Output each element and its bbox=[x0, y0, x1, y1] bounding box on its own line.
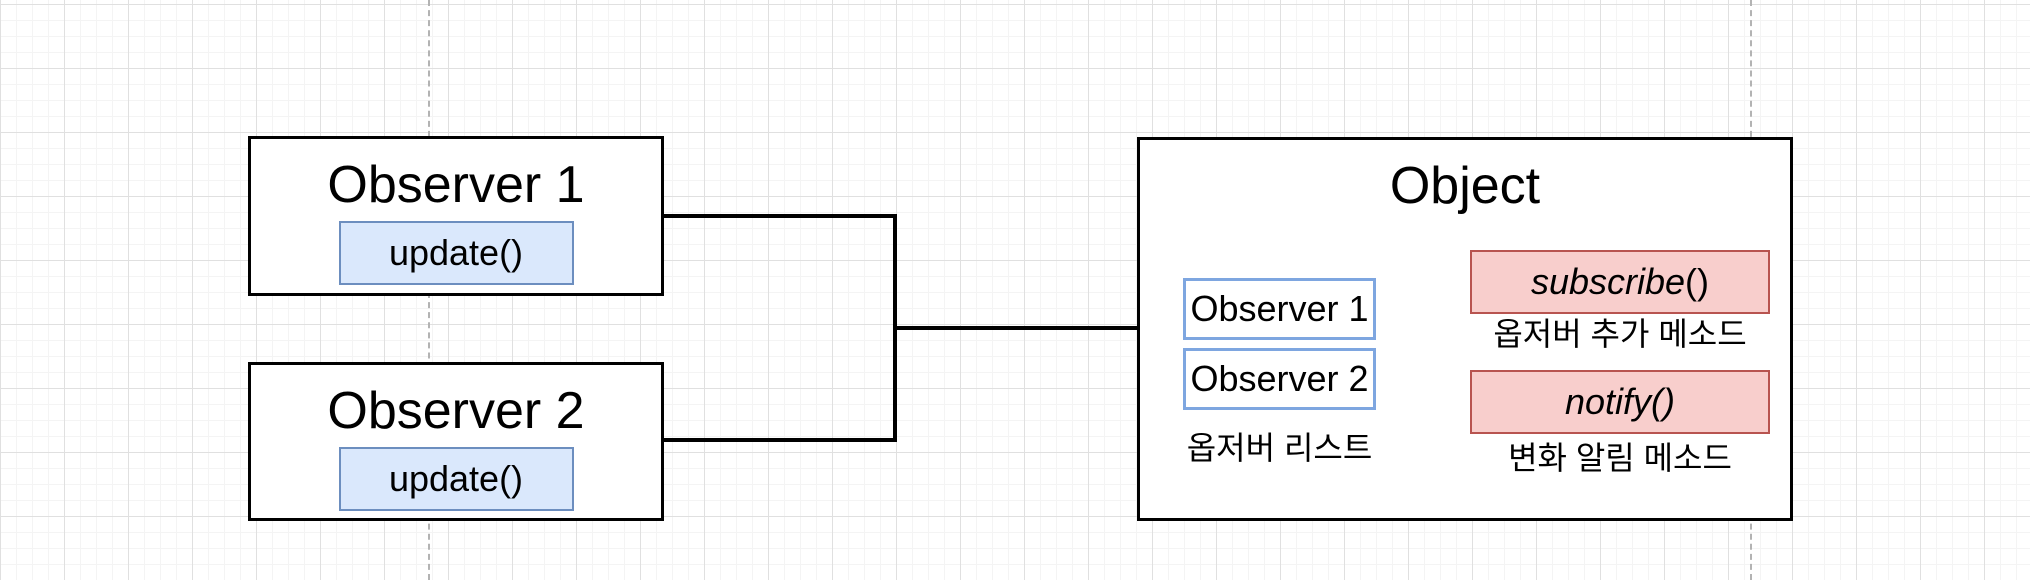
connector-junction-to-object[interactable] bbox=[895, 326, 1137, 330]
subscribe-method-description: 옵저버 추가 메소드 bbox=[1493, 316, 1747, 352]
observer2-update-method-label: update() bbox=[388, 458, 524, 499]
observer1-box[interactable]: Observer 1 update() bbox=[248, 136, 664, 296]
observer1-title: Observer 1 bbox=[327, 156, 585, 214]
notify-method-description: 변화 알림 메소드 bbox=[1508, 440, 1732, 476]
observer-list-item-1[interactable]: Observer 1 bbox=[1183, 278, 1376, 340]
connector-observer1-to-junction[interactable] bbox=[664, 214, 897, 218]
subscribe-method-parens: () bbox=[1685, 261, 1710, 302]
object-box[interactable]: Object Observer 1 Observer 2 옵저버 리스트 sub… bbox=[1137, 137, 1793, 521]
observer1-update-method-box[interactable]: update() bbox=[338, 221, 574, 285]
observer-list-label: 옵저버 리스트 bbox=[1186, 430, 1373, 466]
notify-method-name: notify() bbox=[1564, 381, 1676, 422]
subscribe-method-name: subscribe bbox=[1530, 261, 1686, 302]
observer2-box[interactable]: Observer 2 update() bbox=[248, 362, 664, 521]
object-title: Object bbox=[1389, 157, 1541, 215]
observer2-title: Observer 2 bbox=[327, 382, 585, 440]
observer-list-item-2[interactable]: Observer 2 bbox=[1183, 348, 1376, 410]
notify-method-box[interactable]: notify() bbox=[1470, 370, 1770, 434]
connector-observer2-to-junction[interactable] bbox=[664, 438, 897, 442]
observer1-update-method-label: update() bbox=[388, 232, 524, 273]
observer-list-item-2-label: Observer 2 bbox=[1190, 358, 1369, 399]
subscribe-method-box[interactable]: subscribe() bbox=[1470, 250, 1770, 314]
observer-list-item-1-label: Observer 1 bbox=[1190, 288, 1369, 329]
observer2-update-method-box[interactable]: update() bbox=[338, 447, 574, 511]
